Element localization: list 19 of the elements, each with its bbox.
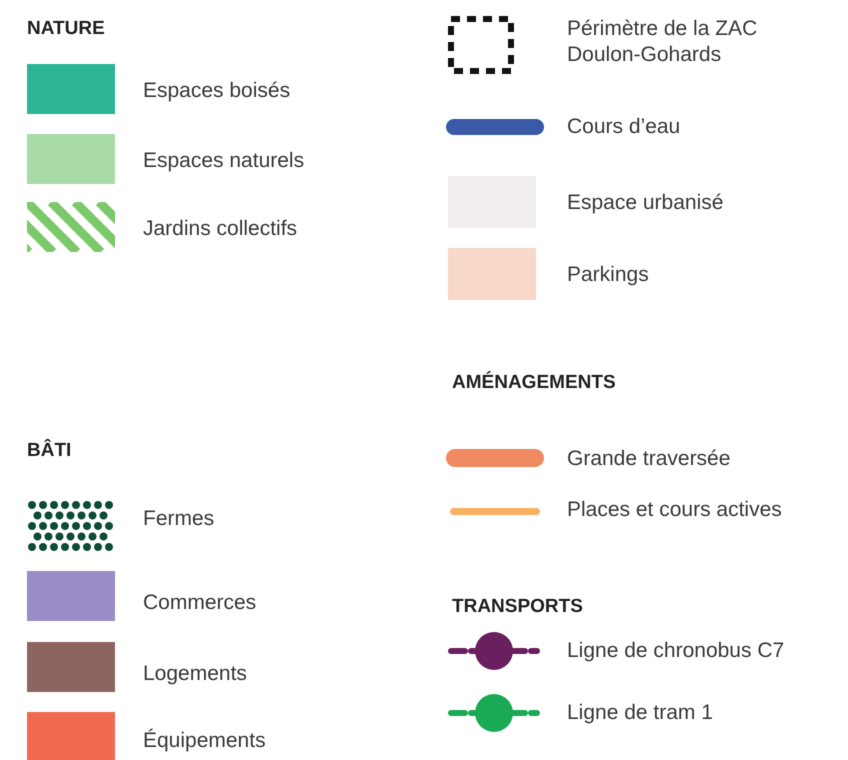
legend-label: Parkings (567, 262, 649, 288)
legend-label: Grande traversée (567, 446, 730, 472)
legend-label: Espaces naturels (143, 148, 304, 174)
legend-label: Logements (143, 661, 247, 687)
legend-label: Périmètre de la ZAC Doulon-Gohards (567, 16, 758, 68)
legend-label: Fermes (143, 506, 214, 532)
legend-label: Commerces (143, 590, 256, 616)
legend-label: Ligne de chronobus C7 (567, 638, 784, 664)
section-heading: TRANSPORTS (452, 596, 583, 618)
legend-label: Espaces boisés (143, 78, 290, 104)
legend-label: Cours d’eau (567, 114, 680, 140)
legend-label: Espace urbanisé (567, 190, 724, 216)
legend-label: Jardins collectifs (143, 216, 298, 242)
legend-label: Ligne de tram 1 (567, 700, 713, 726)
section-heading: BÂTI (27, 440, 72, 462)
section-heading: NATURE (27, 18, 105, 40)
legend-label: Places et cours actives (567, 497, 782, 523)
section-heading: AMÉNAGEMENTS (452, 372, 616, 394)
legend-label: Équipements (143, 728, 266, 754)
